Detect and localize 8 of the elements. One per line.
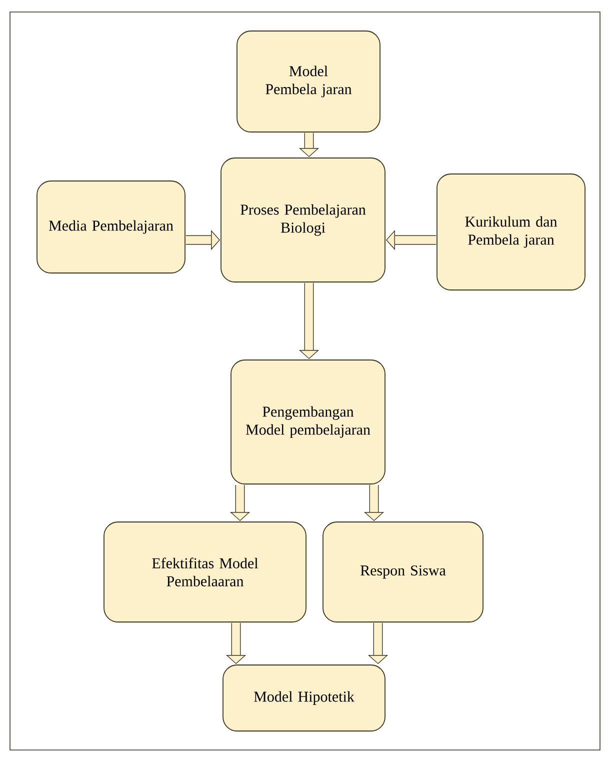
process-box: Respon Siswa (322, 522, 484, 622)
process-box: Model Pembela jaran (236, 30, 380, 132)
process-box: Efektifitas Model Pembelaaran (104, 522, 306, 622)
process-box: Kurikulum dan Pembela jaran (436, 174, 586, 290)
process-box: Proses Pembelajaran Biologi (220, 158, 386, 282)
process-box: Model Hipotetik (222, 664, 386, 732)
process-box: Pengembangan Model pembelajaran (230, 360, 386, 484)
process-box: Media Pembelajaran (36, 180, 186, 274)
